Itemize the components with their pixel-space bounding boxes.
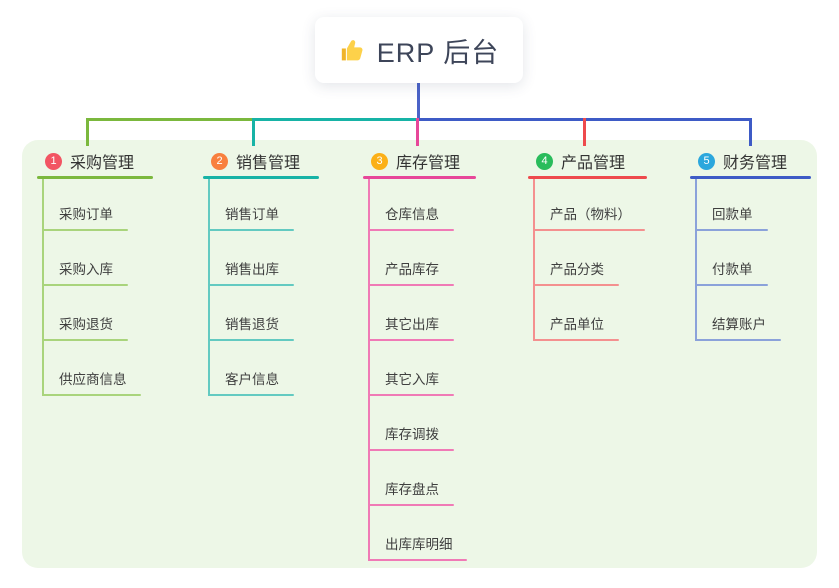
- mindmap-node[interactable]: 其它入库: [385, 372, 439, 387]
- mindmap-node[interactable]: 客户信息: [225, 372, 279, 387]
- mindmap-node[interactable]: 采购订单: [59, 207, 113, 222]
- mindmap-node[interactable]: 供应商信息: [59, 372, 127, 387]
- branch-node-4[interactable]: 4 产品管理: [536, 149, 625, 173]
- branch-label: 产品管理: [561, 155, 626, 172]
- node-underline: [42, 339, 128, 341]
- mindmap-node[interactable]: 产品单位: [550, 317, 604, 332]
- node-underline: [533, 339, 619, 341]
- branch-children-spine: [42, 179, 44, 396]
- branch-node-1[interactable]: 1 采购管理: [45, 149, 134, 173]
- mindmap-node[interactable]: 销售订单: [225, 207, 279, 222]
- mindmap-node[interactable]: 出库库明细: [385, 537, 453, 552]
- mindmap-node[interactable]: 销售出库: [225, 262, 279, 277]
- mindmap-node[interactable]: 其它出库: [385, 317, 439, 332]
- branch-children-spine: [533, 179, 535, 341]
- node-underline: [368, 229, 454, 231]
- node-underline: [533, 284, 619, 286]
- node-underline: [368, 394, 454, 396]
- branch-drop-line-4: [583, 118, 586, 146]
- spine-segment-green: [86, 118, 252, 121]
- mindmap-node[interactable]: 库存调拨: [385, 427, 439, 442]
- node-underline: [208, 229, 294, 231]
- spine-segment-teal: [252, 118, 417, 121]
- node-underline: [42, 394, 141, 396]
- branch-number-badge: 5: [698, 152, 715, 170]
- branch-underline: [528, 176, 647, 179]
- node-underline: [368, 284, 454, 286]
- branch-label: 销售管理: [236, 155, 301, 172]
- mindmap-node[interactable]: 付款单: [712, 262, 753, 277]
- root-node-title: ERP 后台: [376, 37, 500, 68]
- root-connector-line: [417, 83, 420, 121]
- branch-underline: [690, 176, 811, 179]
- branch-drop-line-3: [416, 118, 419, 146]
- branch-children-spine: [368, 179, 370, 561]
- node-underline: [42, 284, 128, 286]
- mindmap-node[interactable]: 采购入库: [59, 262, 113, 277]
- node-underline: [533, 229, 645, 231]
- mindmap-node[interactable]: 产品分类: [550, 262, 604, 277]
- node-underline: [695, 339, 781, 341]
- node-underline: [208, 394, 294, 396]
- branch-node-5[interactable]: 5 财务管理: [698, 149, 787, 173]
- node-underline: [208, 284, 294, 286]
- branch-number-badge: 1: [45, 152, 62, 170]
- branch-number-badge: 3: [371, 152, 388, 170]
- branch-underline: [37, 176, 153, 179]
- mindmap-node[interactable]: 结算账户: [712, 317, 766, 332]
- mindmap-node[interactable]: 产品（物料）: [550, 207, 631, 222]
- mindmap-node[interactable]: 库存盘点: [385, 482, 439, 497]
- mindmap-node[interactable]: 采购退货: [59, 317, 113, 332]
- node-underline: [42, 229, 128, 231]
- branch-label: 库存管理: [396, 155, 461, 172]
- branches-panel: [22, 140, 817, 568]
- branch-label: 财务管理: [723, 155, 788, 172]
- node-underline: [695, 229, 768, 231]
- branch-number-badge: 4: [536, 152, 553, 170]
- mindmap-node[interactable]: 回款单: [712, 207, 753, 222]
- branch-node-2[interactable]: 2 销售管理: [211, 149, 300, 173]
- branch-number-badge: 2: [211, 152, 228, 170]
- branch-underline: [203, 176, 319, 179]
- branch-underline: [363, 176, 476, 179]
- node-underline: [368, 504, 454, 506]
- branch-children-spine: [208, 179, 210, 396]
- mindmap-node[interactable]: 销售退货: [225, 317, 279, 332]
- branch-drop-line-1: [86, 118, 89, 146]
- node-underline: [368, 559, 467, 561]
- branch-drop-line-5: [749, 118, 752, 146]
- node-underline: [695, 284, 768, 286]
- mindmap-node[interactable]: 仓库信息: [385, 207, 439, 222]
- node-underline: [368, 339, 454, 341]
- root-node[interactable]: ERP 后台: [315, 17, 523, 83]
- branch-label: 采购管理: [70, 155, 135, 172]
- thumbs-up-icon: [339, 37, 366, 64]
- node-underline: [208, 339, 294, 341]
- branch-children-spine: [695, 179, 697, 341]
- mindmap-node[interactable]: 产品库存: [385, 262, 439, 277]
- node-underline: [368, 449, 454, 451]
- branch-drop-line-2: [252, 118, 255, 146]
- branch-node-3[interactable]: 3 库存管理: [371, 149, 460, 173]
